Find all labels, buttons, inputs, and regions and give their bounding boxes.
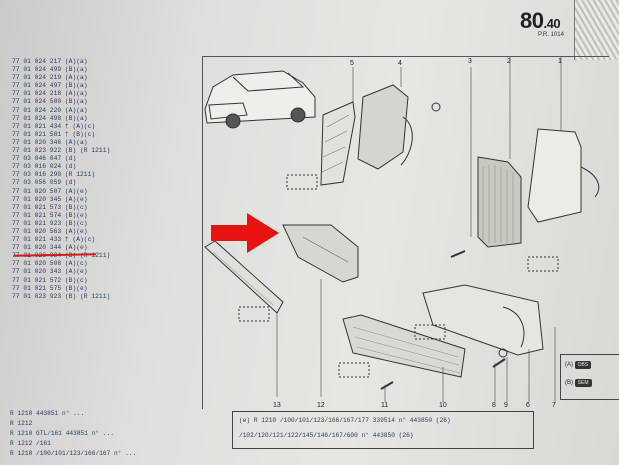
- callout-12: 12: [317, 402, 325, 409]
- reference-row: 77 01 021 573 (B)(c): [12, 203, 88, 211]
- reference-list: 77 01 024 217 (A)(a)77 01 024 499 (B)(a)…: [12, 58, 202, 301]
- callout-1: 1: [558, 58, 562, 65]
- part-5-lens: [320, 101, 356, 186]
- reference-row: 77 01 020 508 (A)(c): [12, 260, 88, 268]
- legend-b-pill: SEM: [574, 379, 592, 387]
- callout-5: 5: [350, 60, 354, 67]
- callout-11: 11: [381, 402, 388, 409]
- part-4-housing: [357, 84, 409, 170]
- footer-row: R 1210 /100/101/123/166/167 n° ...: [10, 450, 137, 457]
- footer-row: R 1210 GTL/161 443851 n° ...: [10, 430, 114, 437]
- page-number-main: 80: [520, 8, 544, 33]
- reference-row: 77 01 024 497 (B)(a): [12, 82, 88, 90]
- callout-9: 9: [504, 402, 508, 409]
- legend-b-label: (B): [565, 380, 573, 386]
- corner-graphic: [574, 0, 619, 60]
- callout-3: 3: [468, 58, 472, 65]
- footer-row: R 1212: [10, 420, 33, 427]
- reference-row: 77 03 056 059 (d): [12, 179, 77, 187]
- part-1-housing: [527, 128, 582, 223]
- reference-row: 77 01 021 923 (B)(c): [12, 219, 88, 227]
- reference-row: 77 01 024 219 (A)(a): [12, 74, 88, 82]
- reference-row: 77 01 020 343 (A)(e): [12, 268, 88, 276]
- exploded-parts-diagram: 5 4 3 2 1 13 12 11 10 8 9 6 7: [202, 56, 609, 409]
- callout-10: 10: [439, 402, 447, 409]
- callout-13: 13: [273, 402, 281, 409]
- part-12-indicator: [282, 224, 359, 283]
- red-arrow-marker: [211, 213, 279, 253]
- reference-row: 77 01 021 434 † (A)(c): [12, 122, 96, 130]
- car-illustration: [204, 70, 316, 129]
- reference-row: 77 01 023 923 (B) (R 1211): [12, 292, 111, 300]
- legend-a-pill: OBS: [574, 361, 592, 369]
- reference-row: 77 01 021 433 † (A)(c): [12, 236, 96, 244]
- page-number-suffix: .40: [543, 16, 561, 31]
- reference-row: 77 01 021 575 (B)(e): [12, 284, 88, 292]
- footer-row: R 1212 /161: [10, 440, 51, 447]
- page-subtitle: P.R. 1014: [538, 32, 564, 38]
- reference-row: 77 01 024 217 (A)(a): [12, 58, 88, 65]
- part-10-lens: [342, 314, 466, 378]
- footer-note-line-2: /102/120/121/122/145/146/167/600 n° 4438…: [239, 432, 414, 439]
- callout-4: 4: [398, 60, 402, 67]
- callout-8: 8: [492, 402, 496, 409]
- part-2-lens: [477, 156, 522, 248]
- reference-row: 77 01 021 574 (B)(e): [12, 211, 88, 219]
- diagram-svg: 5 4 3 2 1 13 12 11 10 8 9 6 7: [204, 57, 600, 409]
- legend-box: (A) OBS (B) SEM: [560, 354, 619, 400]
- reference-row: 77 01 020 346 (A)(a): [12, 138, 88, 146]
- reference-row: 77 01 024 499 (B)(a): [12, 66, 88, 74]
- part-13-lens: [204, 240, 284, 314]
- reference-row: 77 03 016 290 (R 1211): [12, 171, 96, 179]
- reference-row: 77 01 020 345 (A)(e): [12, 195, 88, 203]
- callout-7: 7: [552, 402, 556, 409]
- page-number: 80.40: [520, 8, 561, 34]
- reference-row: 77 01 020 507 (A)(e): [12, 187, 88, 195]
- footer: R 1210 443851 n° ... R 1212 R 1210 GTL/1…: [10, 408, 610, 465]
- legend-item-b: (B) SEM: [565, 379, 592, 387]
- footer-note-line-1: (e) R 1210 /100/101/123/166/167/177 3395…: [239, 417, 451, 424]
- reference-row: 77 01 024 218 (A)(a): [12, 90, 88, 98]
- reference-row: 77 03 046 047 (d): [12, 155, 77, 163]
- footer-row: R 1210 443851 n° ...: [10, 410, 85, 417]
- legend-a-label: (A): [565, 362, 573, 368]
- reference-row: 77 01 021 572 (B)(c): [12, 276, 88, 284]
- reference-row: 77 01 020 563 (A)(e): [12, 227, 88, 235]
- reference-row: 77 01 024 500 (B)(a): [12, 98, 88, 106]
- callout-6: 6: [526, 402, 530, 409]
- footer-note-box: (e) R 1210 /100/101/123/166/167/177 3395…: [232, 411, 534, 449]
- legend-item-a: (A) OBS: [565, 361, 592, 369]
- callout-2: 2: [507, 58, 511, 65]
- reference-row: 77 01 024 498 (B)(a): [12, 114, 88, 122]
- reference-row: 77 03 016 024 (d): [12, 163, 77, 171]
- reference-row: 77 01 021 581 † (B)(c): [12, 130, 96, 138]
- reference-row: 77 01 020 344 (A)(e): [12, 244, 88, 252]
- reference-row: 77 01 023 922 (B) (R 1211): [12, 147, 111, 155]
- reference-row: 77 01 024 220 (A)(a): [12, 106, 88, 114]
